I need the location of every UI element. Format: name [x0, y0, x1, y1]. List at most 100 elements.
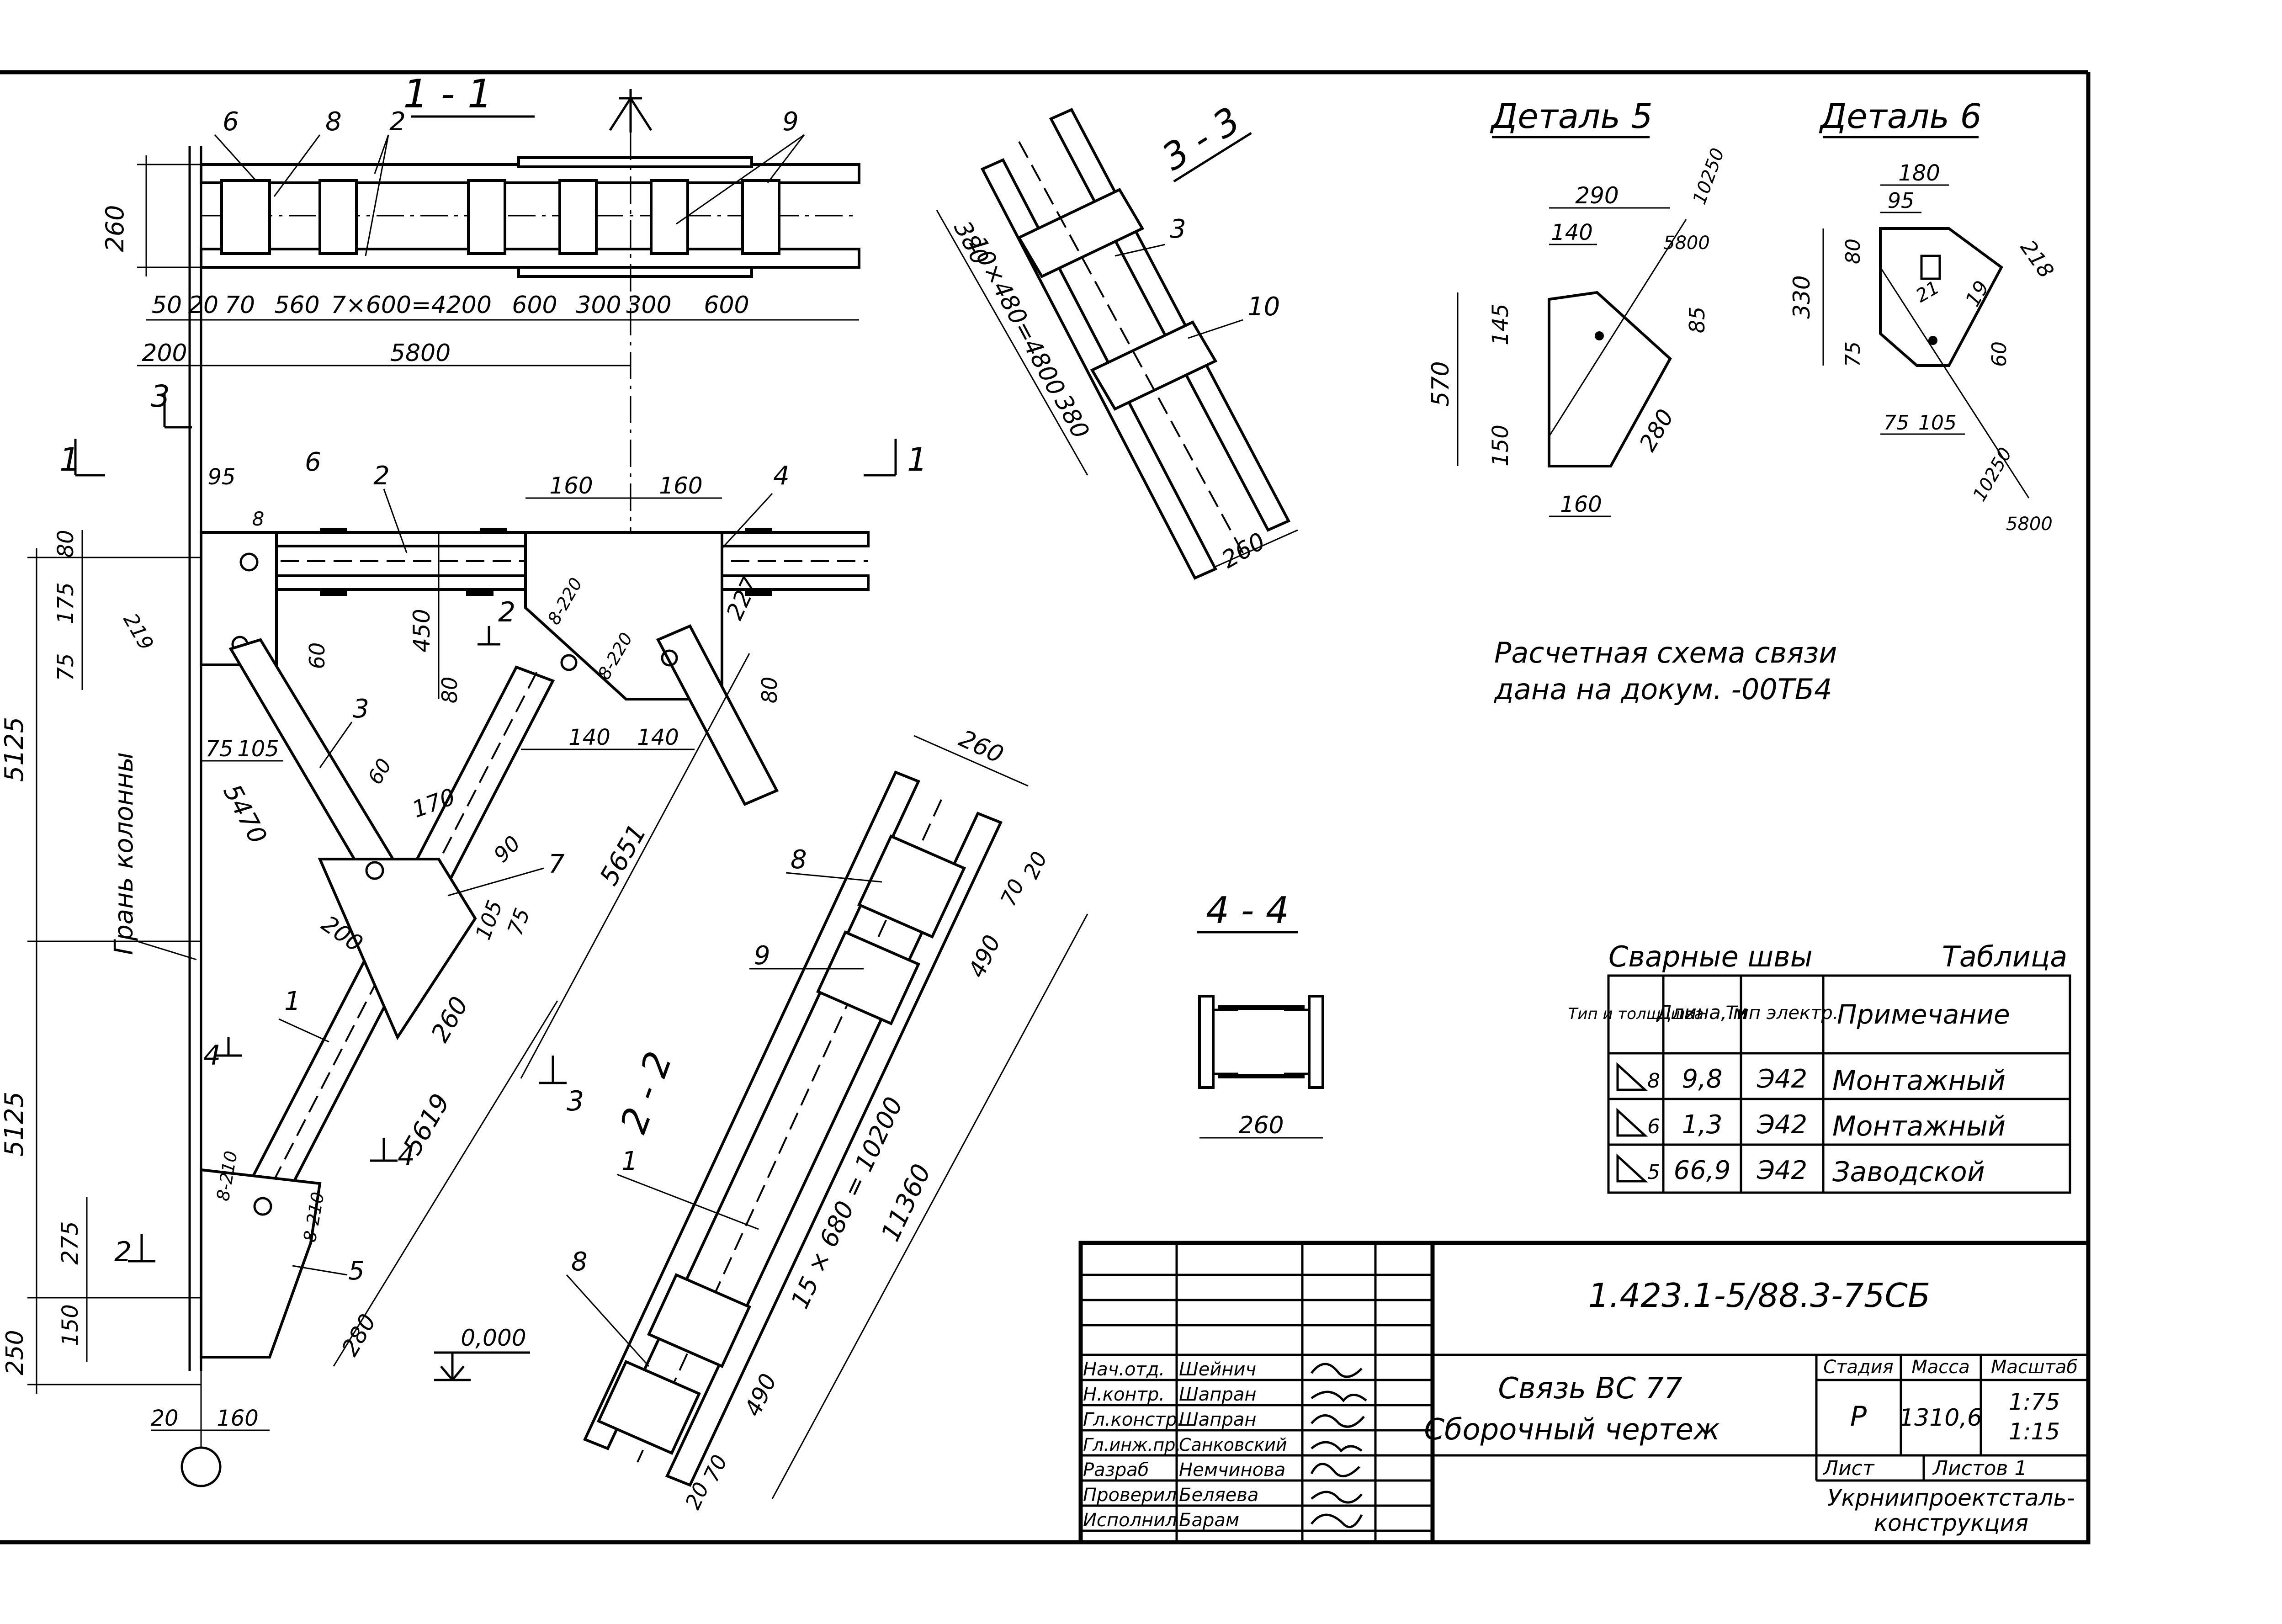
- svg-text:66,9: 66,9: [1674, 1156, 1731, 1185]
- svg-text:275: 275: [57, 1221, 83, 1264]
- svg-text:1:75: 1:75: [2009, 1389, 2060, 1415]
- svg-text:5800: 5800: [1663, 233, 1710, 254]
- weld-table-row: 5 66,9 Э42 Заводской: [1616, 1153, 1985, 1188]
- svg-text:2: 2: [114, 1236, 132, 1268]
- svg-text:Исполнил: Исполнил: [1083, 1510, 1177, 1531]
- svg-text:490: 490: [963, 931, 1006, 982]
- svg-text:Гл.инж.пр.: Гл.инж.пр.: [1083, 1435, 1181, 1455]
- svg-text:5470: 5470: [218, 780, 272, 849]
- svg-text:Сборочный чертеж: Сборочный чертеж: [1424, 1413, 1720, 1447]
- svg-text:60: 60: [363, 755, 396, 789]
- main-elevation: 1 1 3: [0, 379, 928, 1487]
- svg-text:1: 1: [284, 987, 301, 1016]
- svg-text:0,000: 0,000: [461, 1325, 526, 1351]
- svg-text:Укрниипроектсталь-: Укрниипроектсталь-: [1827, 1485, 2075, 1511]
- svg-text:145: 145: [1488, 303, 1513, 345]
- svg-text:3 - 3: 3 - 3: [1155, 99, 1247, 179]
- svg-text:Беляева: Беляева: [1179, 1485, 1258, 1506]
- svg-text:Листов 1: Листов 1: [1932, 1457, 2027, 1480]
- svg-text:1,3: 1,3: [1682, 1110, 1722, 1140]
- svg-text:2: 2: [389, 107, 406, 137]
- svg-text:3: 3: [1170, 214, 1186, 244]
- svg-text:Деталь 5: Деталь 5: [1490, 97, 1652, 136]
- svg-text:Примечание: Примечание: [1837, 999, 2010, 1030]
- svg-text:50: 50: [152, 292, 182, 319]
- svg-text:80: 80: [437, 677, 462, 704]
- svg-text:1.423.1-5/88.3-75СБ: 1.423.1-5/88.3-75СБ: [1588, 1276, 1930, 1315]
- svg-text:1:15: 1:15: [2009, 1418, 2060, 1445]
- svg-text:Связь ВС 77: Связь ВС 77: [1498, 1372, 1682, 1406]
- svg-text:9,8: 9,8: [1682, 1064, 1722, 1094]
- title-block: 1.423.1-5/88.3-75СБ Связь ВС 77 Сборочны…: [1078, 1241, 2091, 1544]
- section-3-3: 3 - 3: [1155, 99, 1252, 183]
- svg-text:10: 10: [1247, 292, 1280, 322]
- svg-text:2 - 2: 2 - 2: [612, 1046, 680, 1138]
- detail-6: Деталь 6 180 95 218 80 21 19 330 75 60 7…: [1788, 97, 2059, 535]
- svg-text:1: 1: [907, 441, 928, 478]
- svg-text:4: 4: [398, 1140, 415, 1172]
- svg-text:Э42: Э42: [1757, 1156, 1807, 1185]
- svg-text:75: 75: [503, 905, 535, 938]
- svg-text:600: 600: [704, 292, 749, 319]
- column-face-label: Грань колонны: [109, 752, 139, 955]
- svg-text:Шейнич: Шейнич: [1179, 1359, 1256, 1380]
- svg-text:560: 560: [274, 292, 319, 319]
- svg-text:290: 290: [1575, 182, 1619, 209]
- svg-text:450: 450: [409, 609, 435, 652]
- svg-text:85: 85: [1685, 307, 1709, 334]
- svg-text:Тип и толщ. шва: Тип и толщ. шва: [1568, 1005, 1704, 1023]
- svg-text:Р: Р: [1850, 1401, 1867, 1433]
- section-3-3-body: 3 10 380 10×480=4800 380 260: [936, 108, 1298, 580]
- svg-text:4: 4: [203, 1040, 221, 1072]
- svg-text:Монтажный: Монтажный: [1832, 1110, 2006, 1142]
- svg-text:90: 90: [489, 831, 525, 867]
- svg-text:4 - 4: 4 - 4: [1206, 889, 1289, 932]
- svg-text:Стадия: Стадия: [1823, 1357, 1893, 1378]
- svg-text:80: 80: [757, 677, 782, 704]
- symmetry-axis-icon: [609, 89, 653, 133]
- svg-text:570: 570: [1427, 361, 1454, 406]
- signature-rows: Нач.отд. Шейнич Н.контр. Шапран Гл.конст…: [1083, 1359, 1287, 1531]
- svg-text:5125: 5125: [0, 717, 29, 782]
- svg-text:300: 300: [576, 292, 621, 319]
- svg-text:600: 600: [512, 292, 557, 319]
- svg-text:3: 3: [353, 694, 369, 724]
- svg-text:105: 105: [471, 897, 508, 943]
- weld-marks: [320, 528, 772, 596]
- svg-text:140: 140: [637, 725, 679, 750]
- svg-text:80: 80: [53, 530, 79, 557]
- svg-text:105: 105: [1918, 411, 1957, 435]
- weld-table: Сварные швы Таблица Тип и толщ. шва Длин…: [1568, 940, 2071, 1194]
- svg-text:160: 160: [1560, 492, 1602, 517]
- svg-text:80: 80: [1842, 239, 1865, 264]
- svg-text:Заводской: Заводской: [1832, 1156, 1985, 1188]
- svg-text:Барам: Барам: [1179, 1510, 1239, 1531]
- svg-text:10250: 10250: [1689, 145, 1729, 207]
- svg-text:7×600=4200: 7×600=4200: [331, 292, 492, 319]
- svg-text:490: 490: [739, 1369, 782, 1420]
- svg-text:Масштаб: Масштаб: [1991, 1357, 2078, 1378]
- design-note: Расчетная схема связи дана на докум. -00…: [1494, 636, 1837, 706]
- section-1-1: 1 - 1 260: [101, 71, 860, 1371]
- svg-text:7: 7: [548, 849, 565, 879]
- svg-text:Монтажный: Монтажный: [1832, 1065, 2006, 1097]
- svg-text:260: 260: [1217, 527, 1270, 574]
- svg-text:260: 260: [1238, 1112, 1284, 1139]
- svg-text:Н.контр.: Н.контр.: [1083, 1384, 1165, 1405]
- svg-text:Тип электр.: Тип электр.: [1726, 1003, 1839, 1024]
- svg-text:160: 160: [549, 472, 593, 499]
- svg-text:Санковский: Санковский: [1179, 1435, 1287, 1455]
- svg-text:380: 380: [1049, 390, 1094, 443]
- svg-text:1: 1: [59, 441, 80, 478]
- svg-text:Расчетная схема связи: Расчетная схема связи: [1494, 636, 1837, 669]
- svg-text:8: 8: [791, 845, 807, 875]
- weld-table-row: 6 1,3 Э42 Монтажный: [1616, 1108, 2006, 1142]
- section-4-4: 4 - 4 260: [1197, 889, 1324, 1139]
- s11-dim-chain: 50 20 70 560 7×600=4200 600 300 300 600: [152, 292, 749, 319]
- svg-text:105: 105: [237, 736, 279, 762]
- cut-1-right-icon: 1: [864, 439, 928, 478]
- svg-text:5: 5: [348, 1256, 365, 1286]
- svg-text:Э42: Э42: [1757, 1110, 1807, 1140]
- svg-text:2: 2: [498, 596, 515, 628]
